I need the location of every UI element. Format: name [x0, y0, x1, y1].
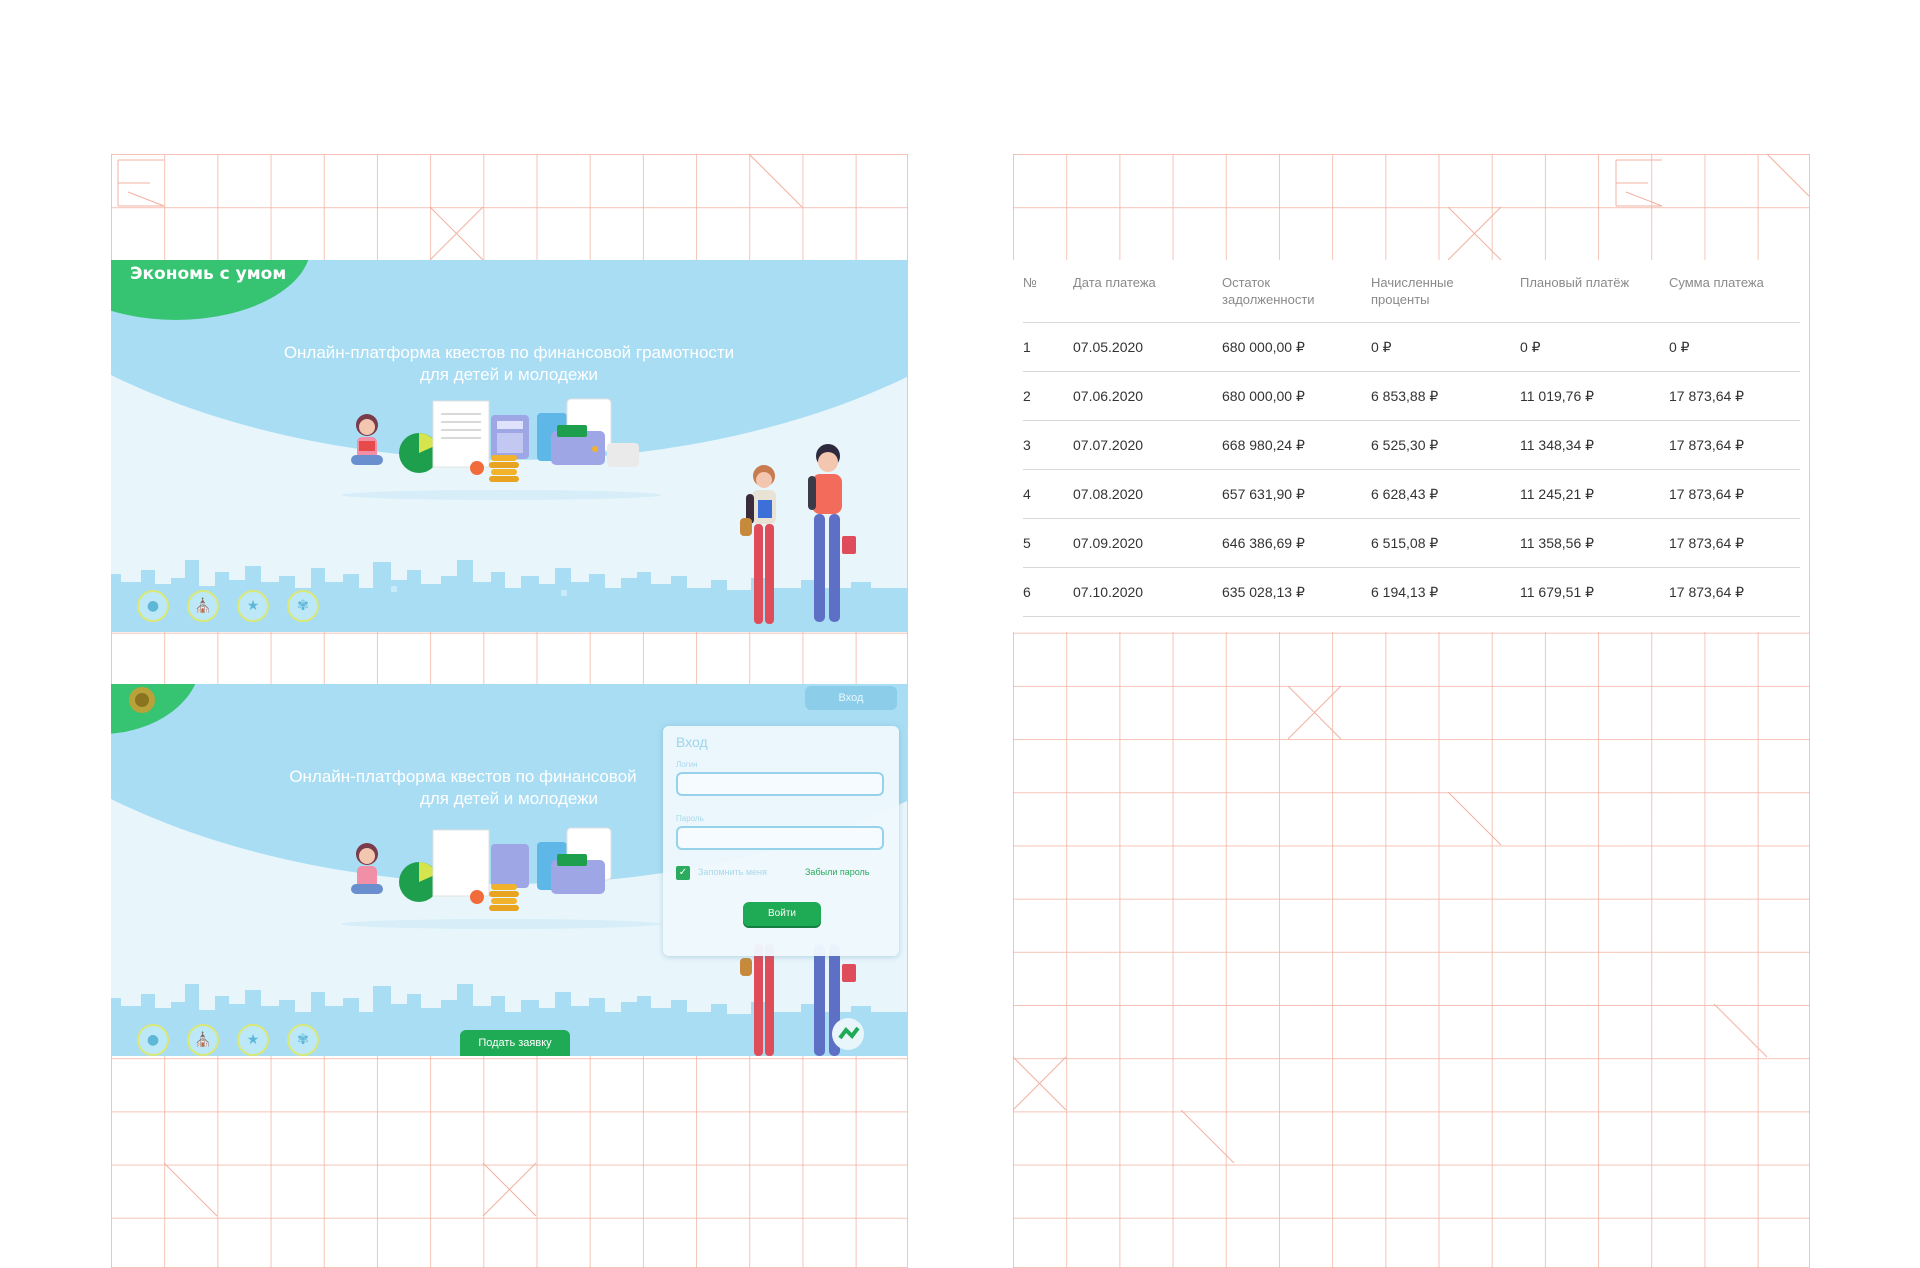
bank-icon[interactable]: ⛪	[187, 1024, 219, 1056]
coins-icon	[470, 455, 519, 482]
pie-chart-icon	[399, 433, 439, 473]
documents-icon	[432, 400, 490, 468]
payment-schedule-table: № Дата платежа Остаток задолженности Нач…	[1023, 274, 1800, 617]
landing-screen-preview: Экономь с умом Онлайн-платформа квестов …	[111, 260, 907, 632]
remember-me-checkbox[interactable]: ✓	[676, 866, 690, 880]
footer-icons: ● ⛪ ★ ✾	[137, 1024, 319, 1056]
headline-line-2: для детей и молодежи	[419, 789, 599, 808]
pie-chart-icon	[399, 862, 439, 902]
login-form: Вход Логин Пароль ✓ Запомнить меня Забыл…	[663, 726, 899, 956]
cell-interest: 6 525,30 ₽	[1371, 420, 1520, 470]
cell-total: 17 873,64 ₽	[1669, 371, 1800, 421]
cell-number: 2	[1023, 371, 1073, 421]
cell-planned: 11 245,21 ₽	[1520, 469, 1669, 519]
cell-number: 3	[1023, 420, 1073, 470]
cell-total: 17 873,64 ₽	[1669, 567, 1800, 617]
bank-icon[interactable]: ⛪	[187, 590, 219, 622]
cell-date: 07.08.2020	[1073, 469, 1222, 519]
boy-student-icon	[808, 444, 856, 622]
cell-planned: 11 679,51 ₽	[1520, 567, 1669, 617]
login-form-title: Вход	[676, 734, 708, 750]
cell-interest: 0 ₽	[1371, 322, 1520, 372]
cell-interest: 6 853,88 ₽	[1371, 371, 1520, 421]
headline-line-1: Онлайн-платформа квестов по финансовой	[289, 767, 637, 786]
feather-icon[interactable]: ✾	[287, 1024, 319, 1056]
cell-total: 17 873,64 ₽	[1669, 469, 1800, 519]
cell-balance: 680 000,00 ₽	[1222, 322, 1371, 372]
cell-balance: 635 028,13 ₽	[1222, 567, 1371, 617]
feather-icon[interactable]: ✾	[287, 590, 319, 622]
password-input[interactable]	[676, 826, 884, 850]
table-row: 5 07.09.2020 646 386,69 ₽ 6 515,08 ₽ 11 …	[1023, 518, 1800, 568]
cell-number: 4	[1023, 469, 1073, 519]
table-row: 6 07.10.2020 635 028,13 ₽ 6 194,13 ₽ 11 …	[1023, 567, 1800, 617]
wallet-icon	[537, 827, 612, 894]
submit-login-button[interactable]: Войти	[743, 902, 821, 926]
emblem-icon	[129, 687, 155, 713]
table-row: 1 07.05.2020 680 000,00 ₽ 0 ₽ 0 ₽ 0 ₽	[1023, 322, 1800, 372]
cell-date: 07.09.2020	[1073, 518, 1222, 568]
cell-total: 17 873,64 ₽	[1669, 518, 1800, 568]
coins-icon	[470, 884, 519, 911]
money-bag-icon[interactable]: ★	[237, 590, 269, 622]
cell-number: 5	[1023, 518, 1073, 568]
column-header-planned: Плановый платёж	[1520, 274, 1669, 323]
footer-icons: ● ⛪ ★ ✾	[137, 590, 319, 622]
cell-planned: 11 358,56 ₽	[1520, 518, 1669, 568]
logo-text[interactable]: Экономь с умом	[130, 264, 287, 284]
table-row: 2 07.06.2020 680 000,00 ₽ 6 853,88 ₽ 11 …	[1023, 371, 1800, 421]
girl-student-icon	[740, 465, 776, 624]
finance-props-illustration	[341, 827, 661, 929]
apply-button[interactable]: Подать заявку	[460, 1030, 570, 1056]
headline-line-2: для детей и молодежи	[419, 365, 599, 384]
calculator-icon	[491, 415, 529, 459]
column-header-balance: Остаток задолженности	[1222, 274, 1371, 323]
cell-planned: 0 ₽	[1520, 322, 1669, 372]
money-bag-icon[interactable]: ★	[237, 1024, 269, 1056]
documents-icon	[432, 829, 490, 897]
table-row: 4 07.08.2020 657 631,90 ₽ 6 628,43 ₽ 11 …	[1023, 469, 1800, 519]
column-header-total: Сумма платежа	[1669, 274, 1800, 323]
wallet-icon	[537, 398, 639, 467]
cell-total: 0 ₽	[1669, 322, 1800, 372]
table-header-row: № Дата платежа Остаток задолженности Нач…	[1023, 274, 1800, 323]
login-input[interactable]	[676, 772, 884, 796]
column-header-interest: Начисленные проценты	[1371, 274, 1520, 323]
finance-props-illustration	[341, 398, 661, 500]
reading-girl-icon	[351, 414, 383, 465]
cell-interest: 6 628,43 ₽	[1371, 469, 1520, 519]
cell-date: 07.10.2020	[1073, 567, 1222, 617]
cell-balance: 668 980,24 ₽	[1222, 420, 1371, 470]
headline-line-1: Онлайн-платформа квестов по финансовой г…	[283, 343, 735, 362]
login-button[interactable]: Вход	[805, 686, 897, 710]
calculator-icon	[491, 844, 529, 888]
cell-planned: 11 348,34 ₽	[1520, 420, 1669, 470]
cell-date: 07.05.2020	[1073, 322, 1222, 372]
forgot-password-link[interactable]: Забыли пароль	[805, 867, 870, 877]
students-illustration	[740, 444, 856, 624]
cell-balance: 680 000,00 ₽	[1222, 371, 1371, 421]
remember-me-label: Запомнить меня	[698, 867, 767, 877]
cell-total: 17 873,64 ₽	[1669, 420, 1800, 470]
payment-schedule-panel: № Дата платежа Остаток задолженности Нач…	[1013, 260, 1809, 632]
password-label: Пароль	[676, 814, 704, 823]
piggy-bank-icon[interactable]: ●	[137, 1024, 169, 1056]
cell-date: 07.06.2020	[1073, 371, 1222, 421]
cell-balance: 646 386,69 ₽	[1222, 518, 1371, 568]
piggy-bank-icon[interactable]: ●	[137, 590, 169, 622]
cell-balance: 657 631,90 ₽	[1222, 469, 1371, 519]
cell-interest: 6 515,08 ₽	[1371, 518, 1520, 568]
cell-planned: 11 019,76 ₽	[1520, 371, 1669, 421]
column-header-date: Дата платежа	[1073, 274, 1222, 323]
column-header-number: №	[1023, 274, 1073, 323]
reading-girl-icon	[351, 843, 383, 894]
cell-number: 6	[1023, 567, 1073, 617]
login-label: Логин	[676, 760, 698, 769]
cell-date: 07.07.2020	[1073, 420, 1222, 470]
cell-number: 1	[1023, 322, 1073, 372]
cell-interest: 6 194,13 ₽	[1371, 567, 1520, 617]
students-illustration	[740, 944, 864, 1056]
login-screen-preview: Вход Онлайн-платформа квестов по финансо…	[111, 684, 907, 1056]
table-row: 3 07.07.2020 668 980,24 ₽ 6 525,30 ₽ 11 …	[1023, 420, 1800, 470]
